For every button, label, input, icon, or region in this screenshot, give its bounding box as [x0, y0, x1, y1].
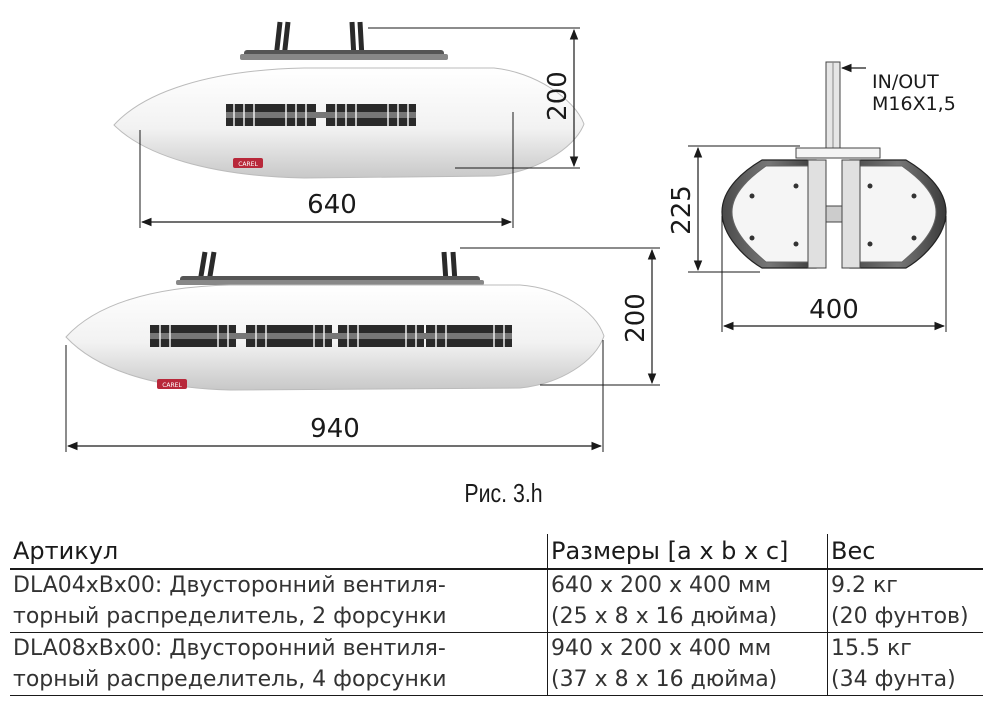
row2-size-line1: 940 x 200 x 400 мм — [547, 632, 828, 664]
table-row: торный распределитель, 4 форсунки (37 x … — [10, 664, 983, 696]
dimension-200-large-label: 200 — [621, 293, 651, 343]
row2-article-line2: торный распределитель, 4 форсунки — [10, 664, 548, 696]
row1-weight-line1: 9.2 кг — [827, 569, 983, 601]
dimension-640-label: 640 — [307, 190, 357, 220]
header-article: Артикул — [10, 534, 548, 570]
row1-weight-line2: (20 фунтов) — [827, 601, 983, 633]
header-dimensions: Размеры [a x b x c] — [547, 534, 828, 570]
row1-article-line1: DLA04xBx00: Двусторонний вентиля- — [13, 573, 446, 598]
row2-size-line2: (37 x 8 x 16 дюйма) — [547, 664, 828, 696]
spec-table: Артикул Размеры [a x b x c] Вес DLA04xBx… — [10, 534, 983, 696]
table-row: торный распределитель, 2 форсунки (25 x … — [10, 601, 983, 633]
technical-drawing: CAREL 640 200 CARE — [65, 21, 956, 452]
table-row: DLA08xBx00: Двусторонний вентиля- 940 x … — [10, 632, 983, 664]
brand-logo-large: CAREL — [162, 382, 182, 389]
figure-caption: Рис. 3.h — [464, 478, 543, 508]
row2-weight-line1: 15.5 кг — [827, 632, 983, 664]
brand-logo-small: CAREL — [238, 161, 258, 168]
unit-small-drawing: CAREL 640 200 — [113, 21, 585, 228]
row2-article-line1: DLA08xBx00: Двусторонний вентиля- — [13, 636, 446, 661]
side-view-drawing: IN/OUT M16X1,5 225 400 — [667, 61, 956, 332]
nozzle-group — [226, 104, 416, 126]
table-row: DLA04xBx00: Двусторонний вентиля- 640 x … — [10, 569, 983, 601]
row2-weight-line2: (34 фунта) — [827, 664, 983, 696]
header-weight: Вес — [827, 534, 983, 570]
table-header-row: Артикул Размеры [a x b x c] Вес — [10, 534, 983, 570]
connector-label-line2: M16X1,5 — [872, 93, 956, 115]
dimension-940-label: 940 — [310, 414, 360, 444]
unit-large-drawing: CAREL 940 200 — [65, 247, 660, 452]
dimension-225-label: 225 — [667, 185, 697, 235]
dimension-200-small-label: 200 — [543, 71, 573, 121]
row1-article-line2: торный распределитель, 2 форсунки — [10, 601, 548, 633]
row1-size-line1: 640 x 200 x 400 мм — [547, 569, 828, 601]
row1-size-line2: (25 x 8 x 16 дюйма) — [547, 601, 828, 633]
dimension-400-label: 400 — [809, 295, 859, 325]
nozzle-group — [150, 325, 512, 347]
connector-label-line1: IN/OUT — [872, 71, 939, 93]
